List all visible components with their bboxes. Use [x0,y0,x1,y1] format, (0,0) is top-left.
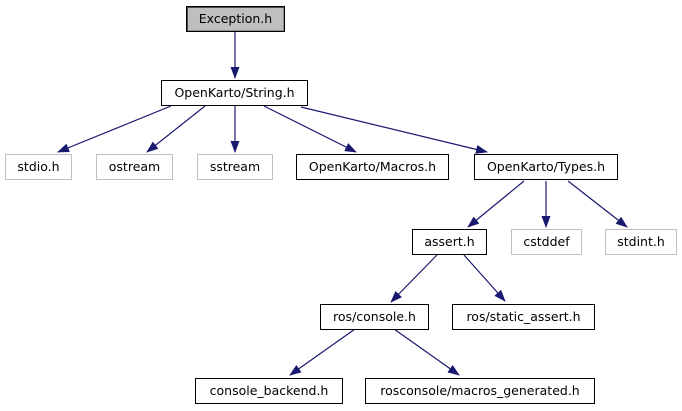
node-ros-console-h[interactable]: ros/console.h [320,304,429,330]
node-label: console_backend.h [209,382,329,398]
node-openkarto-string-h[interactable]: OpenKarto/String.h [161,80,308,106]
node-sstream: sstream [197,154,273,180]
node-label: ros/static_assert.h [466,308,581,324]
edge-console-to-macros-generated [393,328,460,376]
node-stdio-h: stdio.h [5,154,72,180]
node-label: OpenKarto/Types.h [486,158,606,174]
node-label: ostream [108,158,161,174]
node-label: stdio.h [17,158,60,174]
node-openkarto-types-h[interactable]: OpenKarto/Types.h [474,154,618,180]
node-label: rosconsole/macros_generated.h [380,382,580,398]
edge-string-to-macros [263,105,357,153]
node-label: ros/console.h [333,308,416,324]
node-label: OpenKarto/String.h [174,84,295,100]
node-ostream: ostream [96,154,173,180]
edge-string-to-types [300,106,488,154]
edge-types-to-stdint [567,180,628,228]
edge-string-to-stdio [57,105,172,153]
node-ros-static-assert-h[interactable]: ros/static_assert.h [452,304,595,330]
node-stdint-h: stdint.h [605,229,677,255]
node-console-backend-h[interactable]: console_backend.h [195,378,343,404]
node-rosconsole-macros-generated-h[interactable]: rosconsole/macros_generated.h [365,378,595,404]
node-cstddef: cstddef [511,229,582,255]
node-label: Exception.h [198,10,273,26]
node-openkarto-macros-h[interactable]: OpenKarto/Macros.h [296,154,449,180]
edge-console-to-backend [289,328,356,376]
edge-string-to-ostream [146,105,206,153]
node-assert-h[interactable]: assert.h [412,229,487,255]
node-label: stdint.h [617,233,665,249]
edge-types-to-assert [467,180,525,228]
node-exception-h: Exception.h [186,6,285,32]
node-label: assert.h [424,233,475,249]
node-label: OpenKarto/Macros.h [308,158,437,174]
node-label: sstream [209,158,261,174]
edge-assert-to-static-assert [463,254,506,302]
node-label: cstddef [523,233,570,249]
edge-assert-to-console [390,254,438,303]
